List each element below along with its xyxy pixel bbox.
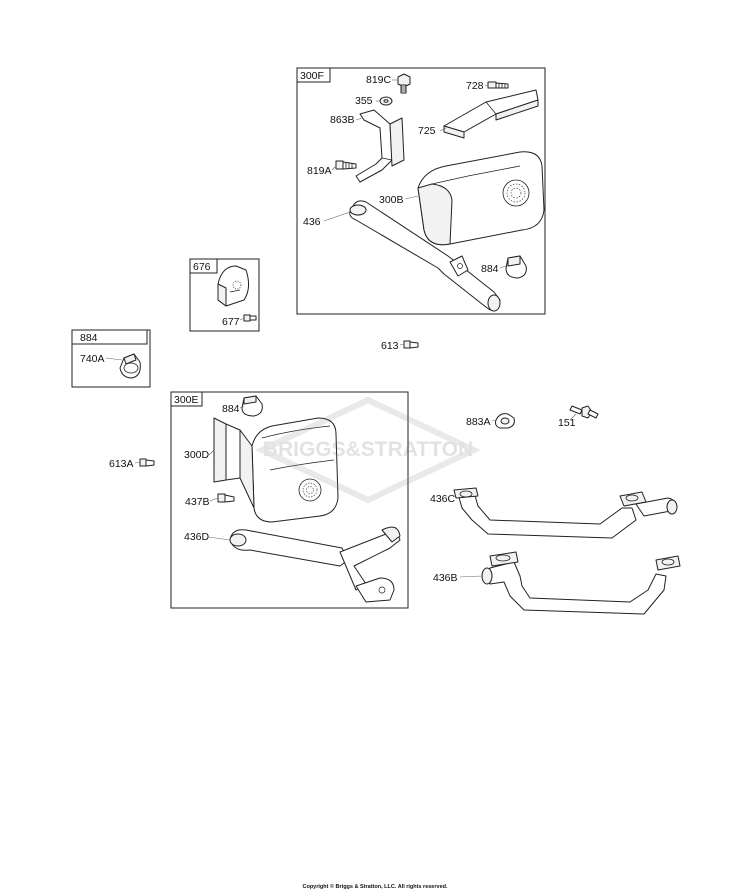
screw-613[interactable] [403, 340, 419, 349]
label-728: 728 [466, 80, 484, 92]
label-355: 355 [355, 95, 373, 107]
label-677: 677 [222, 316, 240, 328]
washer-355[interactable] [379, 96, 393, 106]
kit-884: 884 740A [71, 329, 151, 388]
exhaust-pipe-436b[interactable] [481, 551, 681, 615]
label-613: 613 [381, 340, 399, 352]
screw-819a[interactable] [335, 160, 357, 170]
label-884-a: 884 [481, 263, 499, 275]
gasket-883a[interactable] [495, 413, 515, 429]
label-436: 436 [303, 216, 321, 228]
kit-300f-frame [296, 67, 546, 315]
exhaust-pipe-436c[interactable] [453, 487, 678, 539]
watermark-text: BRIGGS&STRATTON [263, 438, 473, 461]
clamp-884-a[interactable] [505, 255, 527, 279]
label-863b: 863B [330, 114, 355, 126]
kit-676-tag [189, 258, 218, 274]
label-151: 151 [558, 417, 576, 429]
label-437b: 437B [185, 496, 210, 508]
label-300b: 300B [379, 194, 404, 206]
leader-lines [105, 79, 577, 578]
brand-watermark: BRIGGS&STRATTON [254, 396, 482, 504]
bracket-863b[interactable] [355, 109, 405, 183]
bolt-819c[interactable] [397, 73, 411, 94]
label-436d: 436D [184, 531, 210, 543]
kit-300f: 300F 819C 355 863B 728 [296, 67, 546, 315]
muffler-300d[interactable] [213, 417, 339, 523]
exhaust-pipe-436[interactable] [349, 200, 501, 312]
kit-300e-label: 300E [174, 394, 199, 406]
screw-728[interactable] [487, 81, 509, 89]
kit-300f-tag [296, 67, 331, 83]
muffler-300b[interactable] [417, 151, 545, 246]
copyright-notice: Copyright © Briggs & Stratton, LLC. All … [302, 884, 448, 890]
kit-884-label: 884 [80, 332, 98, 344]
label-300d: 300D [184, 449, 210, 461]
screw-437b[interactable] [217, 493, 235, 503]
spark-arrestor-guard-676[interactable] [217, 265, 250, 307]
kit-300f-label: 300F [300, 70, 324, 82]
screw-677[interactable] [243, 314, 257, 322]
label-819a: 819A [307, 165, 332, 177]
kit-300e-tag [170, 391, 203, 407]
stud-151[interactable] [569, 405, 599, 419]
kit-676-frame [189, 258, 260, 332]
label-725: 725 [418, 125, 436, 137]
label-883a: 883A [466, 416, 491, 428]
label-884-b: 884 [222, 403, 240, 415]
label-819c: 819C [366, 74, 392, 86]
kit-300e: 300E 884 300D 437B [170, 391, 409, 609]
clamp-740a[interactable] [119, 353, 141, 379]
label-740a: 740A [80, 353, 105, 365]
heat-shield-725[interactable] [443, 89, 539, 139]
label-436b: 436B [433, 572, 458, 584]
kit-300e-frame [170, 391, 409, 609]
kit-676-label: 676 [193, 261, 211, 273]
clamp-884-b[interactable] [241, 395, 263, 417]
exhaust-pipe-436d[interactable] [229, 526, 401, 603]
screw-613a[interactable] [139, 458, 155, 467]
kit-676: 676 677 [189, 258, 260, 332]
label-613a: 613A [109, 458, 134, 470]
kit-884-tag [71, 329, 148, 345]
label-436c: 436C [430, 493, 456, 505]
